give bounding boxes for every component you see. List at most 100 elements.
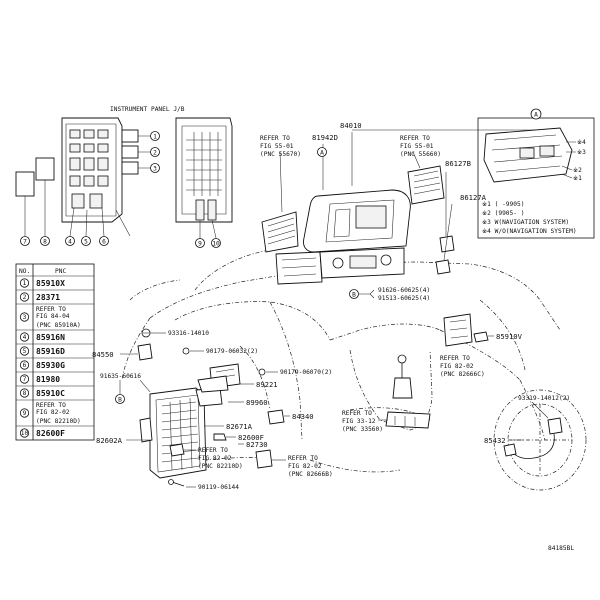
inset-number-1: 1 <box>150 131 160 141</box>
svg-text:B: B <box>352 291 356 298</box>
label-90179b: 90179-06070(2) <box>280 369 332 376</box>
label-89221: 89221 <box>256 380 278 389</box>
label-91626: 91626-60625(4) <box>378 287 430 294</box>
svg-text:6: 6 <box>102 238 106 245</box>
svg-text:85916D: 85916D <box>36 347 65 356</box>
inset-number-3: 3 <box>150 163 160 173</box>
pnc-row: 2 28371 <box>19 292 60 302</box>
svg-text:10: 10 <box>212 240 220 247</box>
screw-93316 <box>141 328 151 338</box>
svg-text:6: 6 <box>23 362 27 369</box>
switch-84340 <box>267 409 285 425</box>
circle-b2-callout: B <box>115 394 125 404</box>
label-refer-55660-1: REFER TO <box>400 135 430 142</box>
label-refer-33560-2: FIG 33-12 <box>342 418 376 425</box>
detail-s4: ※4 <box>577 139 586 146</box>
relay-82210d <box>169 443 185 457</box>
label-84010: 84010 <box>340 121 362 130</box>
jb-side-grid <box>186 132 222 196</box>
inset-number-5: 5 <box>81 236 91 246</box>
steering-wheel <box>493 389 587 491</box>
label-82730: 82730 <box>246 440 268 449</box>
label-84340: 84340 <box>292 412 314 421</box>
svg-text:10: 10 <box>21 430 29 437</box>
svg-text:8: 8 <box>23 390 27 397</box>
label-refer-82666b-1: REFER TO <box>288 455 318 462</box>
label-84550: 84550 <box>92 350 114 359</box>
svg-text:5: 5 <box>84 238 88 245</box>
label-refer-55670-2: FIG 55-01 <box>260 143 294 150</box>
svg-text:2: 2 <box>153 149 157 156</box>
note-4: ※4 W/O(NAVIGATION SYSTEM) <box>482 228 577 235</box>
inset-number-7: 7 <box>20 236 30 246</box>
left-vent-55670 <box>261 211 299 253</box>
circle-a-callout: A <box>317 147 327 157</box>
label-90119: 90119-06144 <box>198 484 239 491</box>
pnc-header-no: NO. <box>19 268 30 275</box>
svg-text:85910C: 85910C <box>36 389 65 398</box>
svg-text:28371: 28371 <box>36 293 60 302</box>
label-refer-33560-3: (PNC 33560) <box>342 426 383 433</box>
label-refer-82666b-2: FIG 82-02 <box>288 463 322 470</box>
label-refer-55660-2: FIG 55-01 <box>400 143 434 150</box>
svg-text:7: 7 <box>23 376 27 383</box>
note-1: ※1 ( -9905) <box>482 201 524 208</box>
label-91513: 91513-60625(4) <box>378 295 430 302</box>
jb-side-connector <box>139 417 153 443</box>
inset-number-2: 2 <box>150 147 160 157</box>
svg-text:B: B <box>118 396 122 403</box>
label-82602a: 82602A <box>96 436 123 445</box>
pnc-row: 10 82600F <box>19 428 65 438</box>
speaker-86127b <box>439 235 455 253</box>
inset-number-9: 9 <box>195 238 205 248</box>
label-refer-82666c-2: FIG 82-02 <box>440 363 474 370</box>
clip-90179a <box>182 347 190 355</box>
svg-text:1: 1 <box>23 280 27 287</box>
speaker-86127a <box>435 259 451 275</box>
label-refer-82210d-1: REFER TO <box>198 447 228 454</box>
svg-text:2: 2 <box>23 294 27 301</box>
inset-number-10: 10 <box>211 238 221 248</box>
label-85910v: 85910V <box>496 332 523 341</box>
jb-connector-9 <box>195 199 205 221</box>
pnc-header-pnc: PNC <box>55 268 66 275</box>
label-90179a: 90179-06032(2) <box>206 348 258 355</box>
detail-s1: ※1 <box>573 175 582 182</box>
relay-82666b <box>255 449 273 469</box>
svg-text:3: 3 <box>153 165 157 172</box>
svg-text:4: 4 <box>23 334 27 341</box>
detail-s2: ※2 <box>573 167 582 174</box>
detail-box-a: A ※4 ※3 ※2 ※1 ※1 ( -9905) ※2 (9905- ) ※3… <box>477 108 595 239</box>
svg-text:9: 9 <box>198 240 202 247</box>
label-refer-82210d-2: FIG 82-02 <box>198 455 232 462</box>
label-91635: 91635-60616 <box>100 373 141 380</box>
svg-text:5: 5 <box>23 348 27 355</box>
svg-text:85910X: 85910X <box>36 279 65 288</box>
center-cluster-84010 <box>261 129 560 285</box>
svg-text:82600F: 82600F <box>36 429 65 438</box>
label-refer-33560-1: REFER TO <box>342 410 372 417</box>
label-81942d: 81942D <box>312 133 338 142</box>
label-refer-82210d-3: (PNC 82210D) <box>198 463 243 470</box>
right-vent-55660 <box>407 165 445 205</box>
note-3: ※3 W(NAVIGATION SYSTEM) <box>482 219 569 226</box>
svg-text:A: A <box>320 149 324 156</box>
label-93319: 93319-14012(2) <box>518 395 570 402</box>
label-refer-55670-3: (PNC 55670) <box>260 151 301 158</box>
relay-left-lower <box>15 171 35 197</box>
shift-knob <box>397 354 407 364</box>
label-93316: 93316-14010 <box>168 330 209 337</box>
display-screen <box>355 205 387 229</box>
inset-number-8: 8 <box>40 236 50 246</box>
svg-text:1: 1 <box>153 133 157 140</box>
label-86127a: 86127A <box>460 193 487 202</box>
label-82671a: 82671A <box>226 422 253 431</box>
inset-title: INSTRUMENT PANEL J/B <box>110 106 185 113</box>
